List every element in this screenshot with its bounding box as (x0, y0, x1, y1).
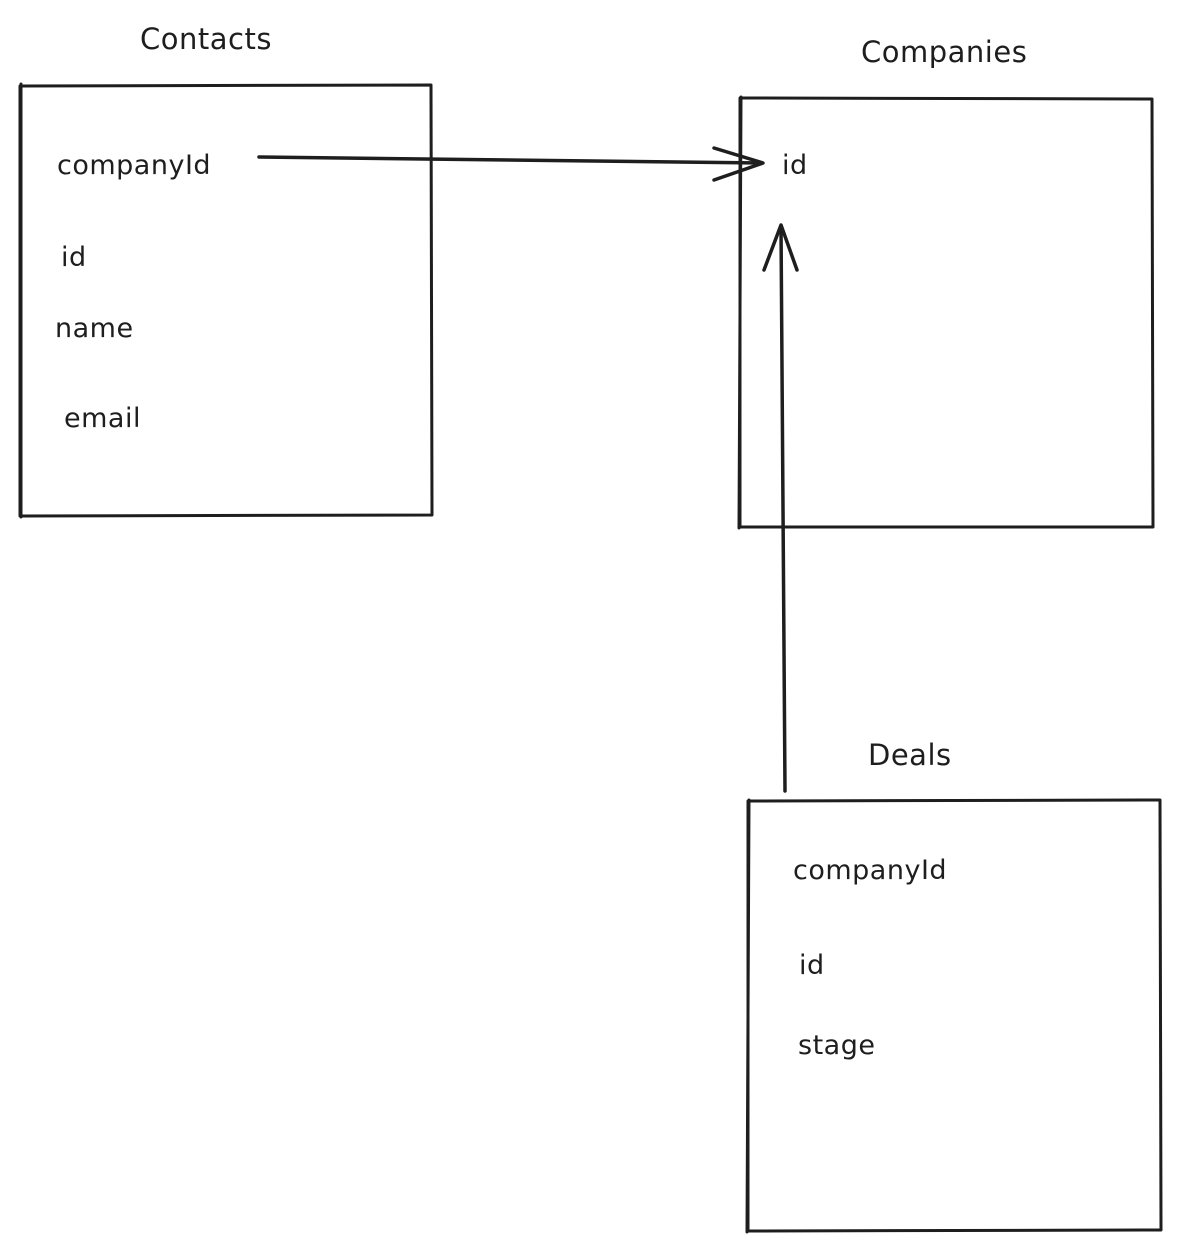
deals-table-title: Deals (868, 738, 952, 772)
relation-arrow-contacts-companies[interactable] (257, 155, 764, 165)
relation-arrow-deals-companies[interactable] (779, 224, 787, 793)
contacts-field-companyid: companyId (57, 150, 212, 181)
contacts-field-id: id (61, 242, 87, 273)
deals-field-companyid: companyId (793, 855, 948, 886)
contacts-table-title: Contacts (140, 22, 272, 56)
contacts-field-email: email (64, 403, 141, 434)
deals-table-box[interactable] (745, 798, 1163, 1234)
contacts-table-box[interactable] (18, 82, 434, 519)
relation-arrowhead-contacts-companies (712, 146, 765, 182)
contacts-field-name: name (55, 313, 134, 344)
deals-field-stage: stage (798, 1030, 876, 1061)
companies-table-box[interactable] (737, 95, 1155, 530)
deals-field-id: id (799, 950, 825, 981)
relation-arrowhead-deals-companies (762, 223, 799, 272)
companies-field-id: id (782, 150, 808, 181)
companies-table-title: Companies (861, 35, 1028, 69)
